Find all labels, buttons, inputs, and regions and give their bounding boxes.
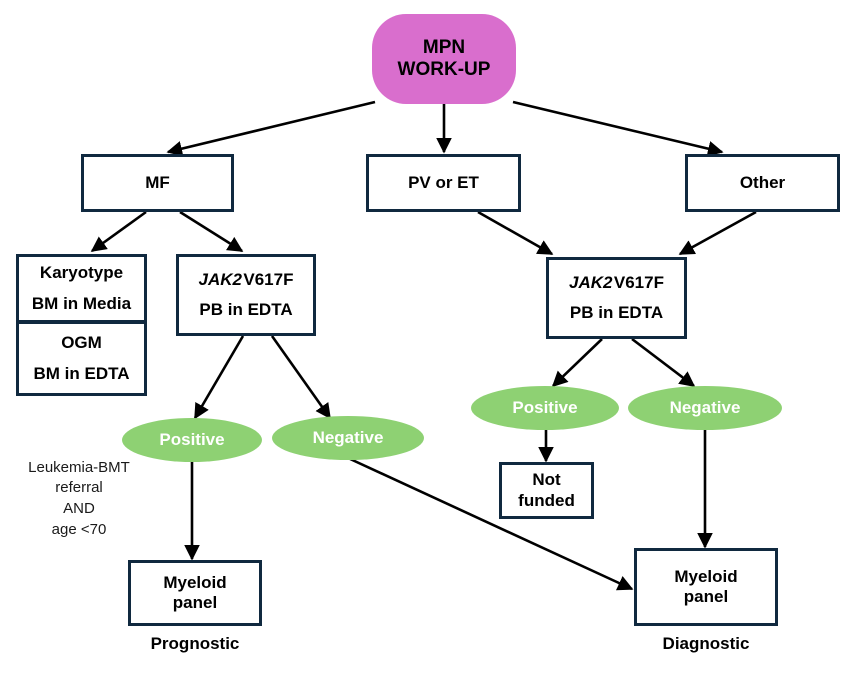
node-myeloid-panel-left-line1: Myeloid [163, 572, 227, 592]
node-pv-or-et-label: PV or ET [408, 172, 479, 192]
node-jak2-left-title: JAK2 V617F [199, 270, 294, 290]
edge-jak2left-to-negative [270, 335, 332, 420]
node-karyotype-title: Karyotype [39, 263, 124, 283]
variant-jak2-right: V617F [613, 272, 664, 292]
node-myeloid-panel-right-line1: Myeloid [674, 566, 738, 586]
gene-name-jak2-left: JAK2 [198, 269, 242, 289]
node-not-funded[interactable]: Not funded [499, 462, 594, 519]
caption-prognostic: Prognostic [128, 634, 262, 654]
node-myeloid-panel-left[interactable]: Myeloid panel [128, 560, 262, 626]
note-leukemia-bmt-referral: Leukemia-BMT referral AND age <70 [9, 458, 149, 540]
edge-pvet-to-jak2-right [477, 210, 554, 256]
node-ogm-specimen: BM in EDTA [33, 363, 130, 383]
node-mpn-workup[interactable]: MPN WORK-UP [372, 14, 516, 104]
node-jak2-right-title: JAK2 V617F [569, 273, 664, 293]
node-myeloid-panel-left-line2: panel [172, 593, 218, 612]
node-result-positive-left[interactable]: Positive [122, 418, 262, 462]
edge-mf-to-jak2-left [179, 210, 244, 253]
node-not-funded-line1: Not [532, 470, 561, 490]
node-jak2-v617f-right[interactable]: JAK2 V617F PB in EDTA [546, 257, 687, 339]
gene-name-jak2-right: JAK2 [569, 272, 613, 292]
node-result-negative-left-label: Negative [312, 427, 384, 447]
node-ogm[interactable]: OGM BM in EDTA [16, 322, 147, 396]
node-ogm-title: OGM [61, 333, 102, 353]
note-line1: Leukemia-BMT [28, 458, 130, 476]
node-jak2-v617f-left[interactable]: JAK2 V617F PB in EDTA [176, 254, 316, 336]
node-pv-or-et[interactable]: PV or ET [366, 154, 521, 212]
node-karyotype-specimen: BM in Media [31, 293, 132, 313]
caption-diagnostic-label: Diagnostic [662, 634, 750, 653]
node-karyotype[interactable]: Karyotype BM in Media [16, 254, 147, 322]
edge-mf-to-karyotype [90, 210, 147, 253]
caption-diagnostic: Diagnostic [634, 634, 778, 654]
node-mf-label: MF [145, 172, 170, 192]
node-jak2-left-specimen: PB in EDTA [199, 300, 293, 319]
node-mpn-workup-line1: MPN [422, 36, 466, 58]
node-mf[interactable]: MF [81, 154, 234, 212]
edge-jak2right-to-positive [551, 338, 603, 388]
edge-other-to-jak2-right [678, 210, 757, 256]
edge-jak2right-to-negative [631, 337, 696, 388]
node-result-negative-right-label: Negative [669, 397, 741, 417]
node-myeloid-panel-right-line2: panel [683, 587, 729, 606]
edge-root-to-mf [166, 100, 376, 157]
note-line3: AND [63, 500, 95, 517]
caption-prognostic-label: Prognostic [150, 634, 240, 653]
node-other[interactable]: Other [685, 154, 840, 212]
node-result-negative-left[interactable]: Negative [272, 416, 424, 460]
edge-root-to-other [512, 100, 724, 157]
node-mpn-workup-line2: WORK-UP [397, 59, 491, 80]
node-myeloid-panel-right[interactable]: Myeloid panel [634, 548, 778, 626]
node-result-positive-left-label: Positive [159, 429, 225, 449]
node-other-label: Other [739, 172, 786, 192]
node-result-positive-right[interactable]: Positive [471, 386, 619, 430]
node-result-positive-right-label: Positive [512, 397, 578, 417]
node-result-negative-right[interactable]: Negative [628, 386, 782, 430]
node-jak2-right-specimen: PB in EDTA [569, 303, 664, 322]
note-line2: referral [55, 479, 103, 497]
edge-jak2left-to-positive [193, 335, 245, 420]
variant-jak2-left: V617F [243, 269, 294, 289]
node-not-funded-line2: funded [518, 490, 575, 510]
note-line4: age <70 [51, 520, 107, 538]
